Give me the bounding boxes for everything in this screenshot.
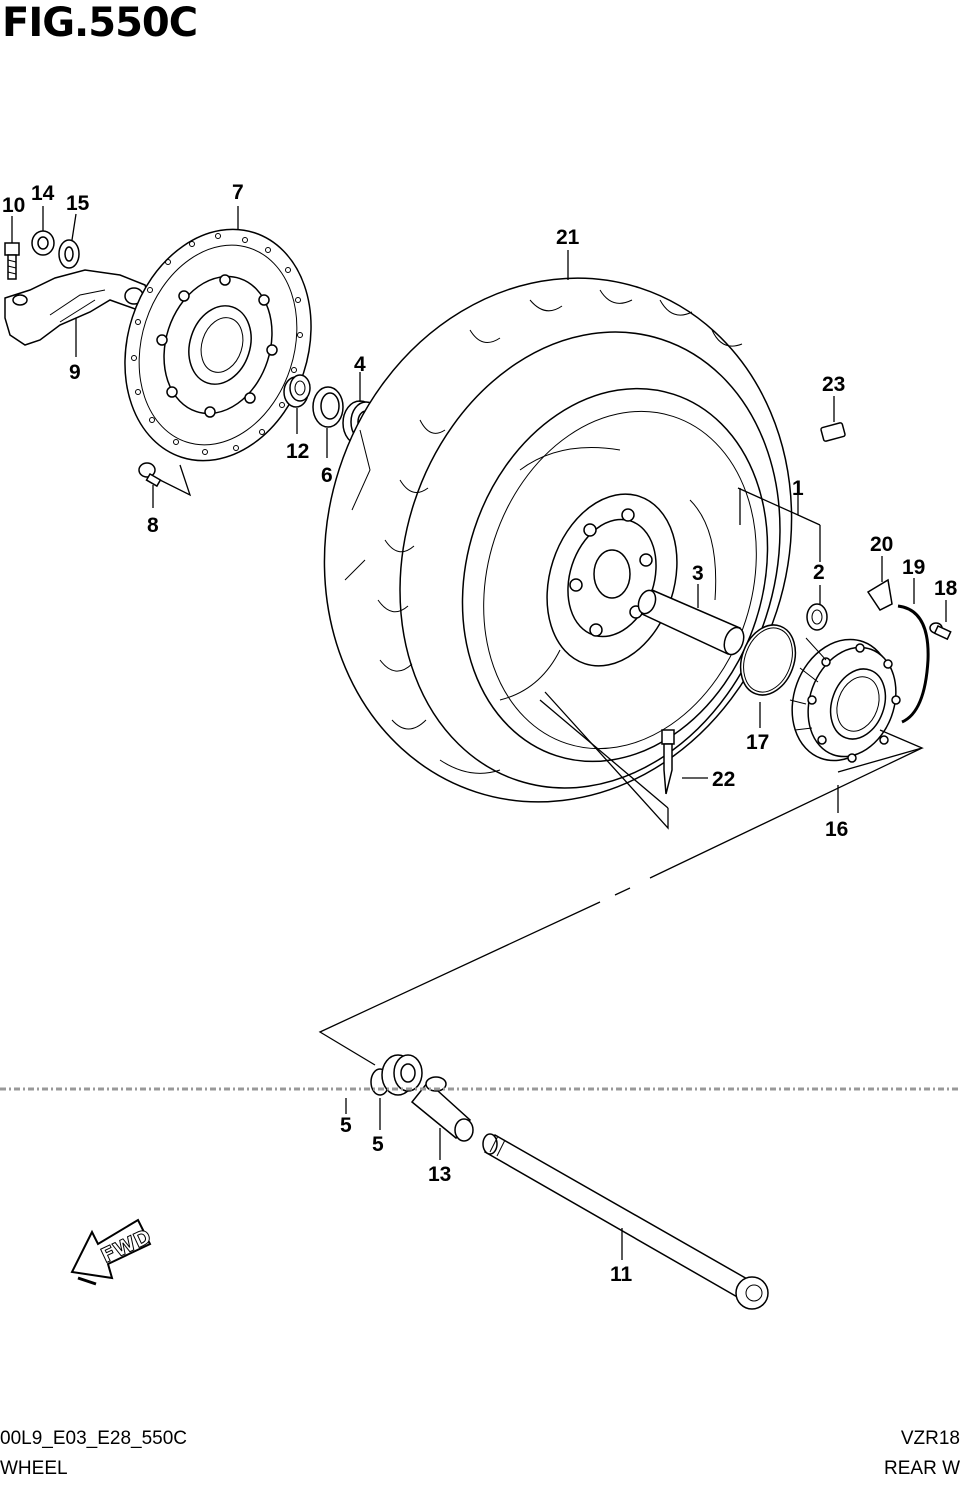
callout-1: 1: [792, 477, 804, 500]
section-name: REAR W: [884, 1458, 960, 1479]
callout-2: 2: [813, 561, 825, 584]
wheel-rim-part-1[interactable]: [416, 349, 815, 802]
callout-9: 9: [69, 361, 81, 384]
collar-part-12[interactable]: [283, 374, 311, 408]
forward-arrow-icon: FWD: [70, 1218, 155, 1286]
drum-hub-part-16[interactable]: [776, 625, 911, 774]
bearing-part-2[interactable]: [806, 603, 828, 631]
screw-part-18[interactable]: [929, 622, 952, 641]
washer-part-15[interactable]: [58, 239, 80, 269]
nut-part-14[interactable]: [31, 230, 55, 256]
callout-8: 8: [147, 514, 159, 537]
caliper-bracket-part-9[interactable]: [4, 269, 151, 346]
bearing-part-5[interactable]: [381, 1054, 423, 1096]
exploded-parts-diagram: FWD 10 14 15 7 9 8 12 6 4 21 23 1 2 3 20…: [0, 181, 960, 1310]
callout-20: 20: [870, 533, 893, 556]
callout-5-seal: 5: [340, 1114, 352, 1137]
spacer-tube-part-3[interactable]: [635, 588, 747, 657]
callout-7: 7: [232, 181, 244, 204]
brake-disc-part-7[interactable]: [96, 205, 340, 485]
callout-19: 19: [902, 556, 925, 579]
callout-23: 23: [822, 373, 845, 396]
callout-15: 15: [66, 192, 90, 215]
callout-6: 6: [321, 464, 333, 487]
callout-21: 21: [556, 226, 580, 249]
callout-22: 22: [712, 768, 735, 791]
disc-bolt-part-8[interactable]: [138, 462, 162, 488]
model-code: VZR18: [900, 1428, 960, 1449]
callout-4: 4: [354, 353, 366, 376]
circlip-part-19[interactable]: [897, 604, 930, 724]
callout-11: 11: [610, 1263, 633, 1286]
callout-10: 10: [2, 194, 25, 217]
callout-13: 13: [428, 1163, 451, 1186]
oil-seal-part-6[interactable]: [312, 386, 344, 428]
callout-17: 17: [746, 731, 769, 754]
diagram-name: WHEEL: [0, 1458, 68, 1479]
diagram-code: 00L9_E03_E28_550C: [0, 1428, 188, 1449]
callout-16: 16: [825, 818, 848, 841]
callout-5-bearing: 5: [372, 1133, 384, 1156]
callout-14: 14: [31, 182, 55, 205]
bolt-part-10[interactable]: [4, 242, 20, 280]
callout-3: 3: [692, 562, 704, 585]
callout-18: 18: [934, 577, 958, 600]
callout-12: 12: [286, 440, 309, 463]
lock-plate-part-20[interactable]: [866, 578, 893, 611]
figure-title: FIG.550C: [2, 0, 198, 46]
axle-part-11[interactable]: [482, 1133, 769, 1310]
spacer-part-13[interactable]: [410, 1076, 474, 1142]
tire-valve-part-22[interactable]: [661, 729, 675, 795]
balance-weight-part-23[interactable]: [820, 422, 846, 442]
o-ring-part-17[interactable]: [731, 617, 804, 702]
